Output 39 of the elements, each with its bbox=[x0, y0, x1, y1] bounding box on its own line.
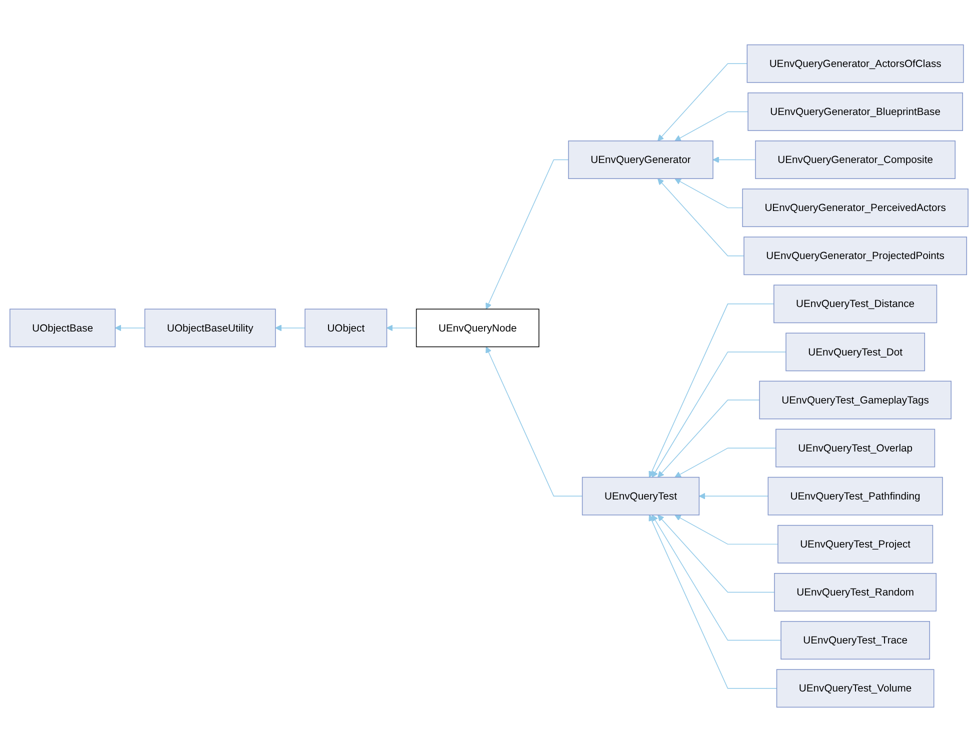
node-box: UEnvQueryTest_Pathfinding bbox=[768, 476, 943, 516]
arrow bbox=[275, 324, 306, 332]
node-box: UEnvQueryTest_Random bbox=[774, 573, 937, 612]
arrow bbox=[648, 304, 774, 478]
node-box: UEnvQueryGenerator bbox=[568, 140, 714, 179]
arrow bbox=[658, 63, 748, 142]
arrow bbox=[658, 514, 775, 593]
node-box: UObjectBaseUtility bbox=[144, 308, 276, 348]
node-box: UEnvQueryTest_Volume bbox=[776, 669, 934, 708]
arrow bbox=[652, 352, 786, 478]
arrow bbox=[658, 400, 760, 478]
node-box: UEnvQueryTest_Dot bbox=[786, 332, 926, 372]
arrow bbox=[674, 448, 776, 478]
node-box: UEnvQueryTest bbox=[582, 476, 700, 516]
arrow bbox=[648, 514, 778, 689]
arrow bbox=[712, 156, 756, 164]
arrow bbox=[658, 178, 744, 256]
arrow bbox=[652, 514, 782, 641]
arrow bbox=[114, 324, 146, 332]
arrow bbox=[386, 324, 417, 332]
node-box: UEnvQueryTest_Project bbox=[778, 524, 934, 564]
node-box: UObjectBase bbox=[10, 308, 116, 348]
node-box: UEnvQueryNode bbox=[416, 308, 540, 348]
node-box: UEnvQueryGenerator_PerceivedActors bbox=[742, 188, 968, 228]
node-box: UObject bbox=[304, 308, 388, 348]
arrow bbox=[486, 346, 583, 496]
node-box: UEnvQueryGenerator_ProjectedPoints bbox=[744, 236, 968, 276]
arrow bbox=[674, 178, 743, 208]
node-box: UEnvQueryTest_GameplayTags bbox=[759, 380, 952, 420]
node-box: UEnvQueryTest_Overlap bbox=[776, 428, 936, 468]
node-box: UEnvQueryGenerator_BlueprintBase bbox=[748, 92, 963, 131]
node-box: UEnvQueryTest_Trace bbox=[780, 621, 930, 660]
node-box: UEnvQueryGenerator_ActorsOfClass bbox=[746, 44, 964, 83]
node-box: UEnvQueryGenerator_Composite bbox=[755, 140, 956, 179]
arrow bbox=[698, 492, 768, 500]
arrow bbox=[674, 514, 778, 545]
arrow bbox=[674, 111, 748, 142]
arrow bbox=[486, 159, 569, 310]
node-box: UEnvQueryTest_Distance bbox=[774, 284, 938, 324]
